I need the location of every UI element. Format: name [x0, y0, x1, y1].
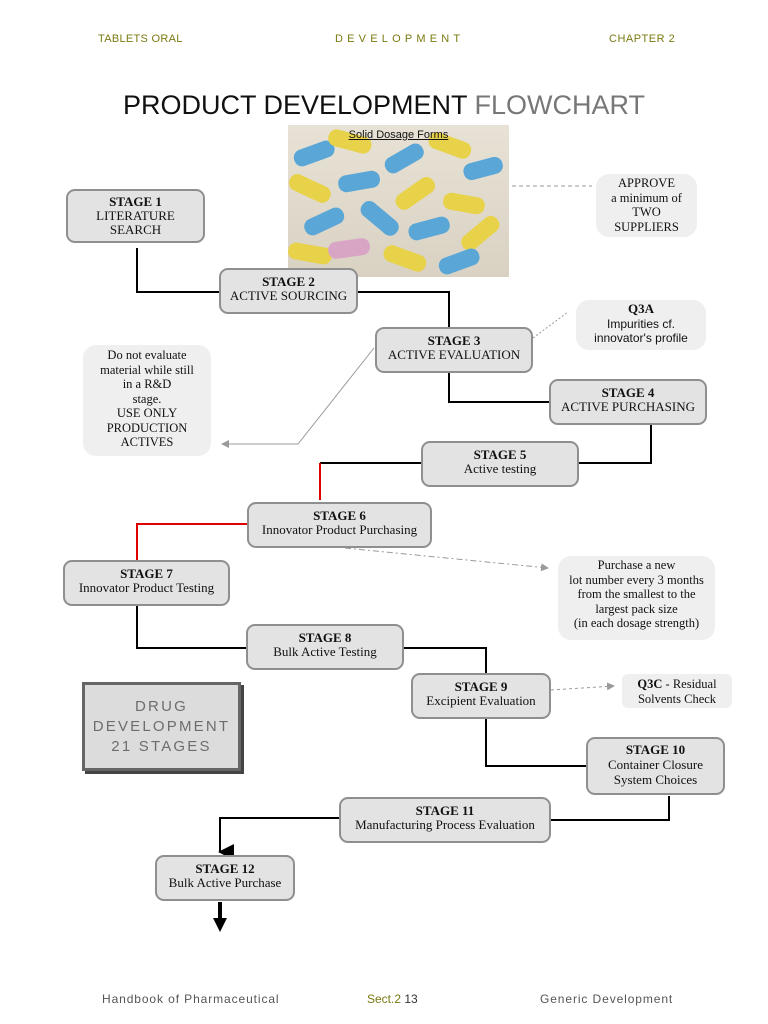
stage-label: STAGE 7: [120, 566, 173, 581]
note-q3a: Q3A Impurities cf. innovator's profile: [576, 300, 706, 350]
connector-s6-s7-red: [136, 523, 248, 561]
header-center: DEVELOPMENT: [335, 33, 465, 45]
title-accent: FLOWCHART: [474, 90, 646, 120]
stage-6-box: STAGE 6 Innovator Product Purchasing: [247, 502, 432, 548]
connector-s9-s10: [485, 718, 587, 767]
note-line: Do not evaluate: [107, 348, 187, 362]
dash-purchase: [344, 547, 549, 572]
stage-5-box: STAGE 5 Active testing: [421, 441, 579, 487]
summary-line: DRUG: [135, 698, 188, 715]
note-q3c: Q3C - Residual Solvents Check: [622, 674, 732, 708]
note-line: material while still: [100, 362, 194, 377]
pills-caption: Solid Dosage Forms: [348, 129, 449, 141]
stage-12-box: STAGE 12 Bulk Active Purchase: [155, 855, 295, 901]
footer-left: Handbook of Pharmaceutical: [102, 992, 280, 1006]
note-line: in a R&D: [122, 377, 172, 391]
stage-label: STAGE 11: [415, 803, 475, 818]
stage-10-box: STAGE 10 Container Closure System Choice…: [586, 737, 725, 795]
note-title: Q3C: [637, 677, 663, 691]
summary-box: DRUG DEVELOPMENT 21 STAGES: [82, 682, 241, 771]
note-line: stage.: [132, 391, 162, 406]
pills-photo: Solid Dosage Forms: [288, 125, 509, 277]
connector-s7-s8: [136, 605, 247, 649]
stage-label: STAGE 5: [473, 447, 527, 462]
stage-text: Innovator Product Purchasing: [261, 522, 418, 537]
note-line: a minimum of: [611, 190, 682, 205]
note-line: PRODUCTION: [106, 420, 188, 435]
stage-label: STAGE 10: [625, 742, 686, 757]
page-number: 13: [404, 992, 418, 1006]
stage-11-box: STAGE 11 Manufacturing Process Evaluatio…: [339, 797, 551, 843]
stage-label: STAGE 1: [109, 194, 162, 209]
footer-mid: Sect.2 13: [367, 992, 418, 1006]
footer-right: Generic Development: [540, 992, 674, 1006]
connector-s1-s2: [136, 248, 220, 293]
note-line: Impurities cf.: [606, 316, 675, 331]
stage-text: LITERATURE: [96, 208, 175, 223]
stage-text: ACTIVE SOURCING: [229, 288, 348, 303]
connector-s10-s11: [550, 796, 670, 821]
summary-line: 21 STAGES: [111, 738, 212, 755]
stage-3-box: STAGE 3 ACTIVE EVALUATION: [375, 327, 533, 373]
note-approve-suppliers: APPROVE a minimum of TWO SUPPLIERS: [596, 174, 697, 237]
stage-8-box: STAGE 8 Bulk Active Testing: [246, 624, 404, 670]
stage-text: ACTIVE PURCHASING: [561, 399, 695, 414]
connector-s3-s4: [448, 372, 550, 403]
stage-7-box: STAGE 7 Innovator Product Testing: [63, 560, 230, 606]
header-right: CHAPTER 2: [609, 33, 676, 45]
stage-1-box: STAGE 1 LITERATURE SEARCH: [66, 189, 205, 243]
stage-label: STAGE 8: [298, 630, 352, 645]
dash-q3a: [532, 311, 569, 339]
dash-q3c: [550, 682, 615, 691]
note-line: TWO: [632, 205, 661, 219]
stage-text: ACTIVE EVALUATION: [387, 347, 521, 362]
note-line: Purchase a new: [597, 558, 676, 572]
stage-text: Manufacturing Process Evaluation: [355, 817, 535, 832]
stage-label: STAGE 6: [313, 508, 366, 523]
stage-label: STAGE 4: [601, 385, 655, 400]
stage-label: STAGE 9: [454, 679, 508, 694]
note-line: (in each dosage strength): [573, 616, 700, 630]
exit-arrowhead: [213, 918, 227, 932]
note-line: largest pack size: [595, 601, 678, 616]
note-line: ACTIVES: [120, 435, 174, 449]
pills-illustration: [288, 129, 503, 275]
note-line: - Residual: [662, 677, 717, 691]
connector-s11-s12: [218, 817, 340, 860]
note-purchase-lot: Purchase a new lot number every 3 months…: [558, 556, 715, 640]
connector-s2-s3: [357, 291, 450, 328]
note-line: innovator's profile: [594, 331, 688, 345]
note-line: APPROVE: [618, 176, 675, 190]
stage-text: Bulk Active Testing: [273, 644, 377, 659]
footer-section: Sect.2: [367, 992, 405, 1006]
stage-text: SEARCH: [109, 222, 162, 237]
stage-label: STAGE 3: [427, 333, 481, 348]
page-title: PRODUCT DEVELOPMENT FLOWCHART: [0, 90, 768, 121]
note-title: Q3A: [628, 301, 654, 316]
stage-text: Excipient Evaluation: [426, 693, 536, 708]
title-main: PRODUCT DEVELOPMENT: [122, 90, 468, 120]
note-line: USE ONLY: [116, 406, 178, 420]
stage-label: STAGE 2: [262, 274, 315, 289]
note-do-not-evaluate: Do not evaluate material while still in …: [83, 345, 211, 456]
stage-text: Innovator Product Testing: [78, 580, 215, 595]
stage-text: Active testing: [463, 461, 537, 476]
note-line: from the smallest to the: [577, 587, 696, 601]
note-line: lot number every 3 months: [569, 572, 704, 587]
stage-text: System Choices: [613, 772, 698, 787]
stage-2-box: STAGE 2 ACTIVE SOURCING: [219, 268, 358, 314]
line-evaluate-note: [221, 347, 375, 448]
note-line: SUPPLIERS: [614, 219, 679, 234]
stage-label: STAGE 12: [195, 861, 255, 876]
header-left: TABLETS ORAL: [98, 33, 183, 45]
note-line: Solvents Check: [637, 691, 717, 706]
stage-4-box: STAGE 4 ACTIVE PURCHASING: [549, 379, 707, 425]
stage-text: Container Closure: [608, 757, 703, 772]
connector-s4-s5: [578, 423, 652, 464]
summary-line: DEVELOPMENT: [92, 718, 231, 735]
connector-s8-s9: [403, 647, 487, 674]
stage-9-box: STAGE 9 Excipient Evaluation: [411, 673, 551, 719]
stage-text: Bulk Active Purchase: [168, 875, 282, 890]
